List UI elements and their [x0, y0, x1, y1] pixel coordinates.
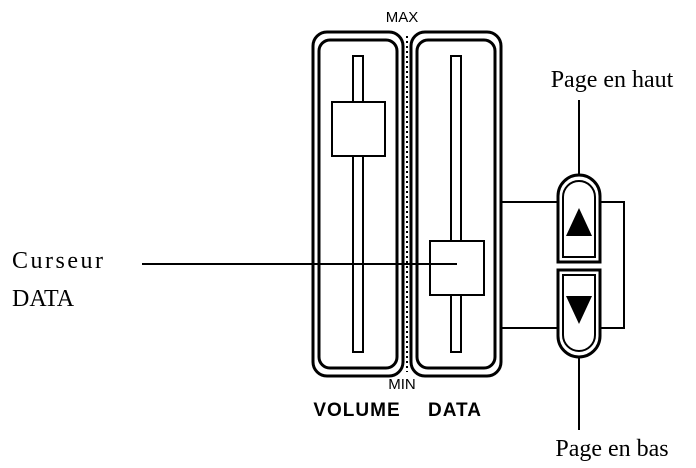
volume-label: VOLUME	[313, 400, 400, 421]
volume-slider-track	[352, 55, 364, 353]
volume-slider-thumb[interactable]	[331, 101, 386, 157]
volume-slider[interactable]	[311, 30, 405, 378]
page-down-button[interactable]	[556, 268, 602, 359]
page-down-callout: Page en bas	[555, 436, 668, 462]
data-slider[interactable]	[409, 30, 503, 378]
page-up-callout: Page en haut	[551, 67, 674, 93]
scale-max-label: MAX	[386, 9, 419, 26]
triangle-up-icon	[566, 208, 592, 236]
scale-min-label: MIN	[388, 376, 416, 393]
cursor-callout-line2: DATA	[12, 286, 75, 312]
cursor-callout-line1: Curseur	[12, 248, 105, 274]
data-slider-thumb[interactable]	[429, 240, 485, 296]
data-label: DATA	[428, 400, 482, 421]
data-slider-track	[450, 55, 462, 353]
triangle-down-icon	[566, 296, 592, 324]
page-up-button[interactable]	[556, 173, 602, 264]
